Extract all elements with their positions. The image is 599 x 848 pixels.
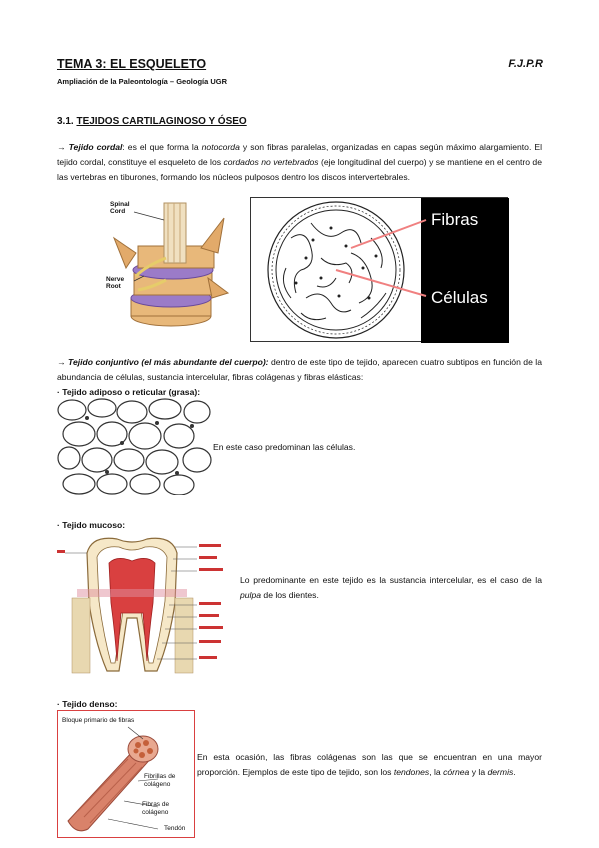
author-initials: F.J.P.R [508,58,543,70]
mucoso-description: Lo predominante en este tejido es la sus… [240,573,542,603]
text: . [513,767,516,777]
section-title: TEJIDOS CARTILAGINOSO Y ÓSEO [76,116,247,127]
heading-denso: · Tejido denso: [57,699,118,709]
term-cornea: córnea [443,767,470,777]
denso-description: En esta ocasión, las fibras colágenas so… [197,750,542,780]
text: , la [429,767,444,777]
text: En esta ocasión, las fibras colágenas so… [197,752,542,777]
label-fibras: Fibras [431,210,479,229]
text: de los dientes. [261,590,319,600]
text: y la [469,767,488,777]
paragraph-conjuntivo: → Tejido conjuntivo (el más abundante de… [57,355,542,385]
heading-mucoso: · Tejido mucoso: [57,520,126,530]
label-fibrillas: Fibrillas de colágeno [144,773,176,788]
label-tendon: Tendón [164,825,186,832]
spine-figure: Spinal Cord Nerve Root [96,198,230,330]
text: (eje longitudinal del cuerpo) y se manti… [57,157,542,182]
text: y son fibras paralelas, organizadas en c… [57,142,542,167]
label-nerve-root: Nerve Root [106,276,125,290]
label-spinal-cord: Spinal Cord [110,201,130,215]
text: Lo predominante en este tejido es la sus… [240,575,542,585]
tendon-figure: Bloque primario de fibras Fibrillas de c… [57,710,195,838]
arrow-icon: → [57,357,66,367]
label-fibras-colageno: Fibras de colágeno [142,801,170,816]
term-cordal: Tejido cordal [68,142,123,152]
doc-title: TEMA 3: EL ESQUELETO [57,57,207,71]
term-cordados: cordados no vertebrados [223,157,319,167]
label-celulas: Células [431,288,488,307]
adiposo-description: En este caso predominan las células. [213,442,356,452]
section-number: 3.1. [57,116,74,127]
notochord-figure: Fibras Células [250,197,509,343]
term-dermis: dermis [487,767,514,777]
paragraph-cordal: → Tejido cordal: es el que forma la noto… [57,140,542,185]
arrow-icon: → [57,142,66,152]
term-tendones: tendones [393,767,430,777]
adipose-figure [57,398,212,496]
tooth-figure [57,533,237,675]
section-heading: 3.1. TEJIDOS CARTILAGINOSO Y ÓSEO [57,116,247,127]
text: dentro de este tipo de tejido, aparecen … [57,357,542,382]
term-pulpa: pulpa [240,590,262,600]
heading-adiposo: · Tejido adiposo o reticular (grasa): [57,387,201,397]
doc-subtitle: Ampliación de la Paleontología – Geologí… [57,77,228,86]
term-notocorda: notocorda [201,142,240,152]
label-bloque-primario: Bloque primario de fibras [62,717,135,724]
term-conjuntivo: Tejido conjuntivo (el más abundante del … [68,357,269,367]
text: : es el que forma la [122,142,202,152]
